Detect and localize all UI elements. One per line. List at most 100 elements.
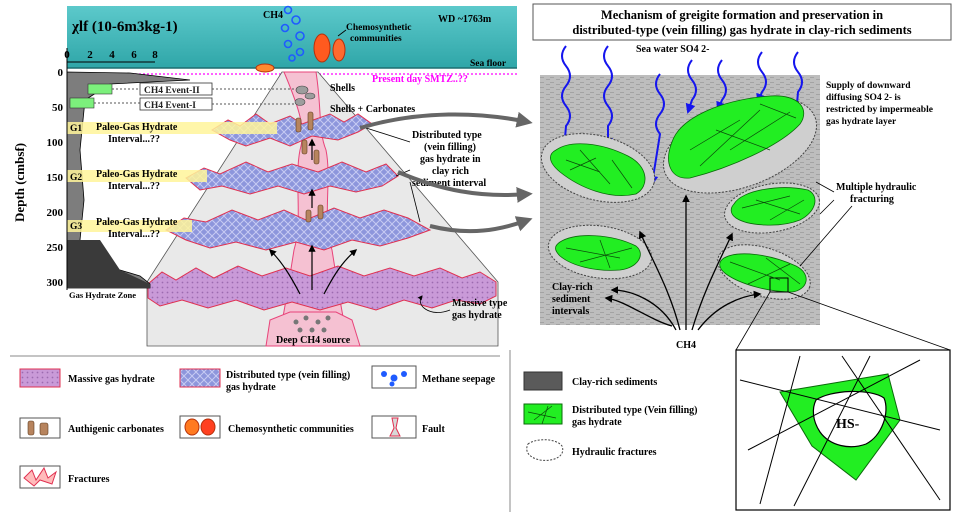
x-tick: 2	[87, 49, 93, 61]
y-tick: 100	[47, 137, 64, 149]
paleo-line2: Interval...??	[108, 229, 160, 240]
fracturing-leader	[799, 181, 853, 267]
deep-source-bubbles	[293, 315, 331, 333]
gas-hydrate-zone-label: Gas Hydrate Zone	[69, 290, 136, 300]
hydrate-veins	[540, 95, 820, 300]
supply-label-line: Supply of downward	[826, 81, 911, 91]
legend-label: Massive gas hydrate	[68, 374, 155, 385]
green-vein	[719, 253, 807, 293]
title-line2: distributed-type (vein filling) gas hydr…	[572, 23, 911, 37]
y-tick: 300	[47, 277, 64, 289]
paleo-line1: Paleo-Gas Hydrate	[96, 122, 178, 133]
vein-fracture-lines	[565, 103, 805, 285]
legend-label: Distributed type (vein filling)	[226, 370, 350, 381]
fracturing-label-line: Multiple hydraulic	[836, 182, 917, 193]
x-tick: 8	[152, 49, 158, 61]
methane-bubbles	[280, 5, 305, 62]
legend-label: gas hydrate	[226, 382, 276, 393]
y-tick: 50	[52, 102, 64, 114]
paleo-interval-g2: G2 Paleo-Gas Hydrate Interval...??	[70, 169, 178, 192]
paleo-line2: Interval...??	[108, 134, 160, 145]
title-line1: Mechanism of greigite formation and pres…	[601, 8, 883, 22]
chemosynthetic-label-1: Chemosynthetic	[346, 23, 411, 33]
event-ii-highlight	[87, 83, 113, 95]
x-ticks: 0 2 4 6 8	[64, 49, 158, 61]
distributed-callout-line: clay rich	[432, 166, 469, 177]
legend-label: gas hydrate	[572, 417, 622, 428]
legend-item-fault: Fault	[371, 415, 445, 439]
hs-label: HS-	[836, 417, 860, 432]
chi-label: χlf (10-6m3kg-1)	[71, 19, 178, 35]
shells-cluster	[294, 85, 316, 106]
legend-item-clay: Clay-rich sediments	[523, 371, 657, 391]
methane-upflow-arrows	[268, 138, 358, 295]
y-tick: 250	[47, 242, 64, 254]
supply-label-line: diffusing SO4 2- is	[826, 93, 901, 103]
zoom-box	[769, 277, 789, 293]
y-ticks: 0 50 100 150 200 250 300	[47, 67, 64, 289]
chemosynthetic-label-2: communities	[350, 34, 402, 44]
massive-callout-line: gas hydrate	[452, 310, 502, 321]
fracturing-label-line: fracturing	[850, 194, 894, 205]
shells-carbonates-label: Shells + Carbonates	[330, 104, 415, 115]
distributed-layer-g3	[165, 207, 432, 251]
deep-source-label: Deep CH4 source	[276, 335, 351, 346]
title-box	[532, 3, 952, 41]
paleo-interval-g3: G3 Paleo-Gas Hydrate Interval...??	[70, 217, 178, 240]
inset-fracture-lines	[739, 355, 941, 507]
legend-item-fractures: Fractures	[19, 465, 110, 489]
authigenic-carbonates-conduit	[295, 111, 324, 223]
wd-label: WD ~1763m	[438, 14, 492, 25]
legend-item-vein: Distributed type (Vein filling) gas hydr…	[523, 403, 697, 428]
paleo-interval-g1: G1 Paleo-Gas Hydrate Interval...??	[70, 122, 178, 145]
sulfate-arrows	[559, 45, 803, 186]
green-vein	[668, 95, 805, 179]
paleo-line1: Paleo-Gas Hydrate	[96, 217, 178, 228]
shells-label: Shells	[330, 83, 355, 94]
y-tick: 0	[58, 67, 64, 79]
legend-right: Clay-rich sediments Distributed type (Ve…	[523, 371, 697, 461]
left-panel: χlf (10-6m3kg-1) WD ~1763m CH4 Chemosynt…	[12, 5, 533, 347]
supply-label-line: gas hydrate layer	[826, 117, 897, 127]
legend-item-distributed: Distributed type (vein filling) gas hydr…	[179, 368, 350, 393]
paleo-line2: Interval...??	[108, 181, 160, 192]
y-axis-label: Depth (cmbsf)	[12, 143, 27, 222]
legend-item-massive: Massive gas hydrate	[19, 368, 155, 388]
paleo-band-g2	[67, 170, 207, 182]
massive-hydrate-layer	[147, 265, 497, 311]
zoom-line-left	[735, 291, 771, 351]
sea-water-label: Sea water SO4 2-	[636, 44, 709, 55]
paleo-band-g1	[67, 122, 277, 134]
clay-label-line: sediment	[552, 294, 591, 305]
sea-floor-label: Sea floor	[470, 59, 507, 69]
legend-item-hydraulic: Hydraulic fractures	[526, 439, 657, 461]
paleo-band-g3	[67, 220, 192, 232]
x-tick: 6	[131, 49, 137, 61]
massive-callout-leader	[417, 295, 451, 313]
distributed-callout-line: sediment interval	[412, 178, 486, 189]
zoom-line-right	[787, 291, 951, 351]
legend-item-seepage: Methane seepage	[371, 365, 496, 389]
legend-item-carbonates: Authigenic carbonates	[19, 417, 164, 439]
legend-label: Hydraulic fractures	[572, 447, 657, 458]
y-tick: 150	[47, 172, 64, 184]
supply-label-line: restricted by impermeable	[826, 105, 933, 115]
distributed-callout-line: (vein filling)	[424, 142, 476, 153]
ch4-upflow-arrows	[604, 194, 762, 331]
paleo-tag: G1	[70, 124, 82, 134]
right-panel: Mechanism of greigite formation and pres…	[532, 3, 952, 511]
event-ii-label: CH4 Event-II	[144, 86, 200, 96]
massive-callout-line: Massive type	[452, 298, 508, 309]
legend-item-chemo: Chemosynthetic communities	[179, 415, 354, 439]
legend-left: Massive gas hydrate Distributed type (ve…	[19, 365, 496, 489]
legend-label: Authigenic carbonates	[68, 424, 164, 435]
y-tick: 200	[47, 207, 64, 219]
legend-label: Fault	[422, 424, 445, 435]
x-tick: 0	[64, 49, 70, 61]
legend-label: Clay-rich sediments	[572, 377, 657, 388]
green-vein	[730, 187, 816, 226]
legend-label: Methane seepage	[422, 374, 496, 385]
event-i-label: CH4 Event-I	[144, 101, 196, 111]
paleo-tag: G3	[70, 222, 82, 232]
